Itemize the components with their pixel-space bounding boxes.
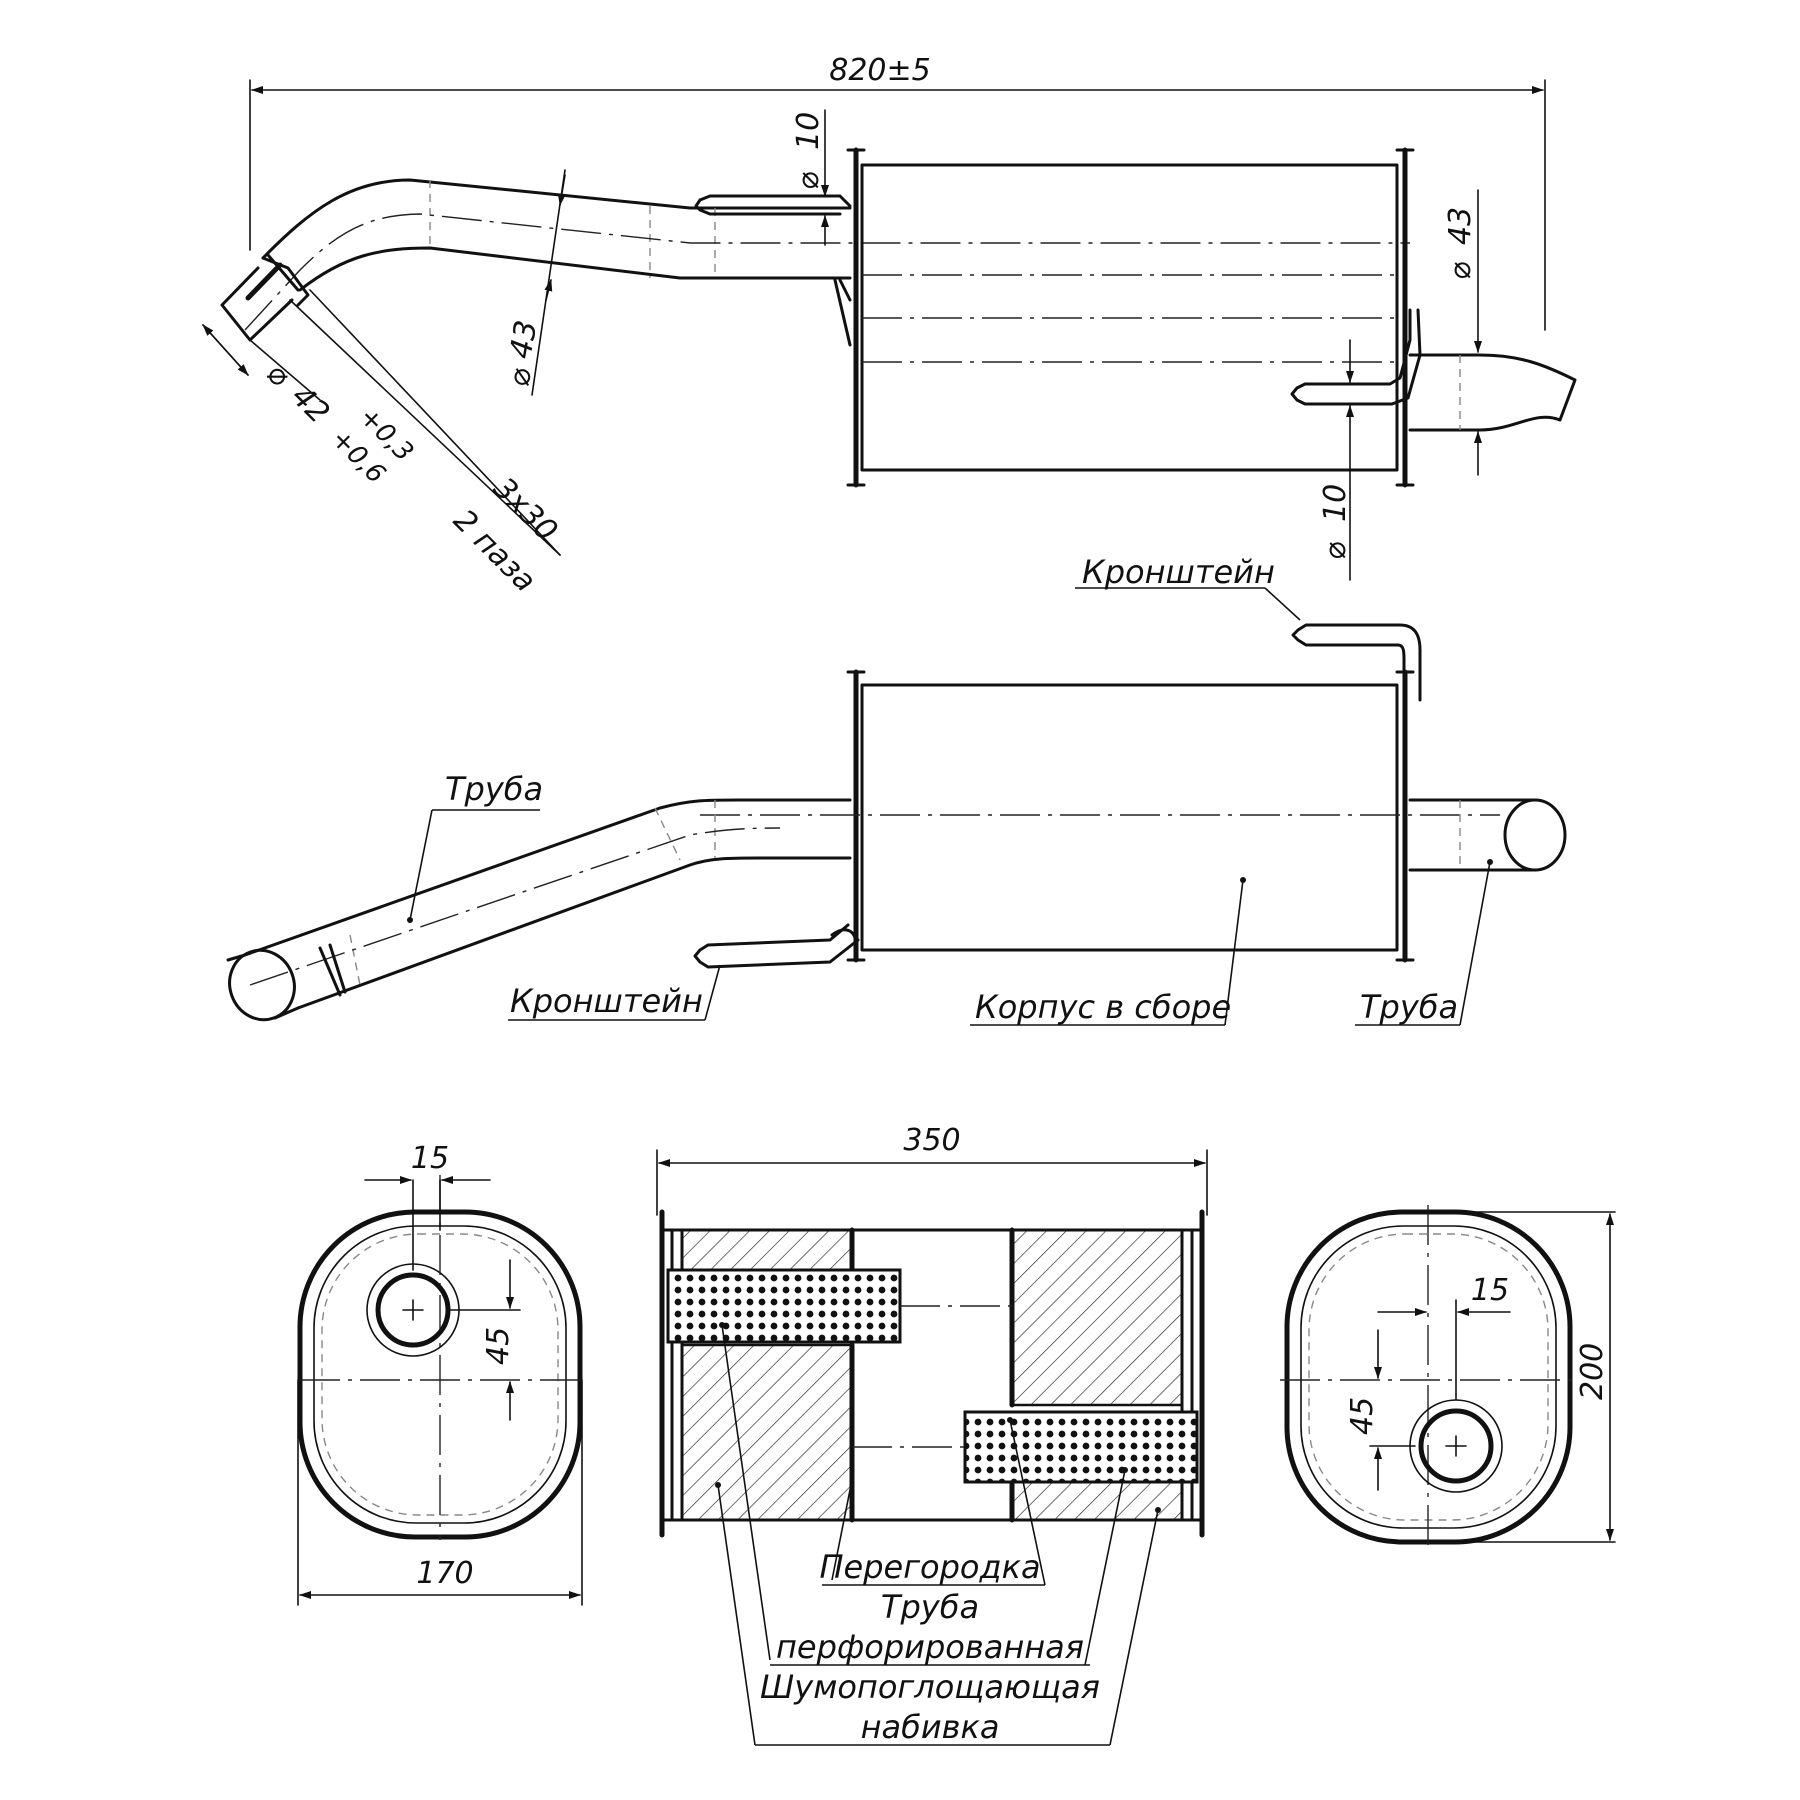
packing-upper-left — [680, 1228, 854, 1277]
baffles — [849, 1227, 1015, 1523]
port-left-end — [375, 1272, 451, 1348]
top-view: 820±5 ⌀ 42 +0,3 +0,6 3x30 2 паза ⌀ 43 ⌀ … — [202, 53, 1577, 599]
bracket-left-top — [694, 194, 852, 216]
outlet-pipe-side — [1408, 798, 1537, 872]
packing-label-2: набивка — [861, 1708, 1000, 1746]
bracket-lower-label: Кронштейн — [510, 982, 703, 1020]
right-end-view: 15 45 200 — [1280, 1205, 1616, 1545]
bracket-upper-label: Кронштейн — [1082, 553, 1275, 591]
bracket-lower-side — [693, 923, 860, 969]
bracket-upper-side — [1291, 623, 1422, 702]
right-port-offset-v-text: 45 — [1345, 1397, 1380, 1435]
inlet-pipe-diameter-text: 43 — [503, 318, 544, 362]
outlet-pipe-diameter-text: 43 — [1443, 207, 1478, 245]
packing-label-1: Шумопоглощающая — [760, 1668, 1100, 1706]
baffle-label: Перегородка — [819, 1548, 1040, 1586]
outlet-pipe-label: Труба — [1360, 988, 1458, 1026]
port-right-end — [1418, 1408, 1494, 1484]
perforated-pipe-label-2: перфорированная — [776, 1628, 1084, 1666]
bracket-left-diameter-text: 10 — [791, 112, 826, 150]
inlet-socket-diameter-text: 42 — [284, 379, 336, 431]
bracket-right-diameter-symbol: ⌀ — [1318, 542, 1353, 560]
outlet-pipe-diameter-symbol: ⌀ — [1443, 262, 1478, 280]
bracket-right-diameter-text: 10 — [1318, 484, 1353, 522]
inlet-pipe-diameter-symbol: ⌀ — [501, 366, 539, 390]
outlet-pipe-top — [1408, 353, 1577, 432]
inlet-end-opening — [228, 948, 296, 1022]
inlet-pipe-side — [243, 798, 852, 1010]
overall-length-text: 820±5 — [829, 53, 930, 88]
section-length-text: 350 — [903, 1123, 960, 1158]
perforated-pipe-right — [963, 1410, 1199, 1484]
outlet-end-opening — [1503, 798, 1567, 872]
left-port-offset-h-text: 15 — [411, 1141, 449, 1176]
section-view: 350 Перегородка Труба п — [656, 1123, 1208, 1746]
inlet-pipe-label: Труба — [445, 770, 543, 808]
right-height-text: 200 — [1575, 1343, 1610, 1400]
bracket-left-diameter-symbol: ⌀ — [791, 172, 826, 190]
left-width-text: 170 — [416, 1556, 473, 1591]
side-view: Кронштейн Корпус в сборе Труба Кронштейн — [226, 553, 1567, 1026]
packing-upper-right — [1010, 1228, 1184, 1407]
left-end-view: 15 45 170 — [297, 1141, 585, 1606]
packing-lower-right — [1010, 1478, 1184, 1522]
inlet-socket-top — [220, 253, 310, 342]
right-port-offset-h-text: 15 — [1471, 1273, 1509, 1308]
bracket-right-top — [1290, 308, 1422, 406]
perforated-pipe-label-1: Труба — [881, 1588, 979, 1626]
perforated-pipe-left — [666, 1268, 902, 1344]
muffler-body-side — [860, 683, 1399, 952]
left-port-offset-v-text: 45 — [481, 1327, 516, 1365]
inlet-pipe-top — [261, 178, 852, 292]
body-label: Корпус в сборе — [975, 988, 1231, 1026]
packing-lower-left — [680, 1343, 854, 1522]
